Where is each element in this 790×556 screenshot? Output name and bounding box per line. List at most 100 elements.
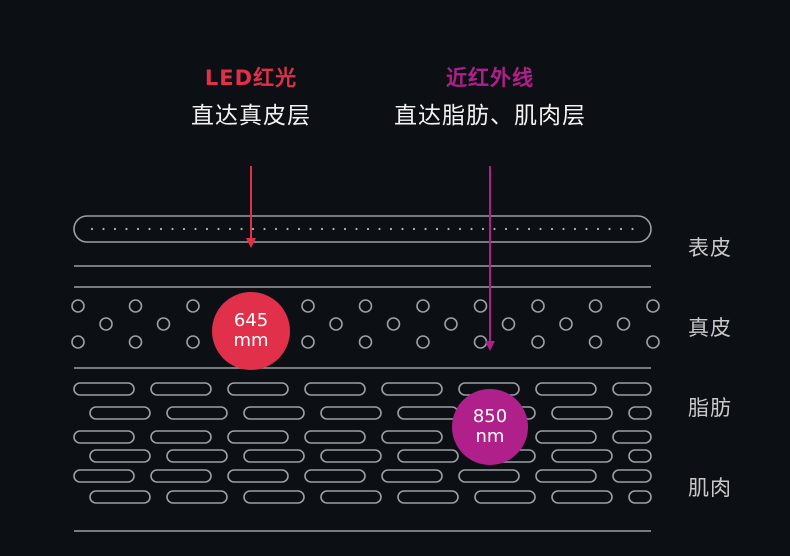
- epidermis-dot: [125, 227, 128, 231]
- dermis-circle: [358, 299, 373, 313]
- epidermis-dot: [182, 227, 186, 231]
- layer-label-fat: 脂肪: [688, 396, 732, 420]
- tissue-capsule: [612, 382, 652, 396]
- dermis-circle: [588, 299, 603, 313]
- led-wavelength-unit: mm: [233, 330, 269, 351]
- tissue-capsule: [227, 430, 289, 444]
- layer-label-dermis: 真皮: [688, 316, 732, 340]
- dermis-circle: [501, 317, 516, 331]
- epidermis-dot: [470, 227, 473, 231]
- dermis-circle: [416, 299, 430, 313]
- fat-muscle-capsules: [73, 382, 652, 504]
- epidermis-dot: [332, 227, 335, 231]
- tissue-capsule: [227, 469, 289, 483]
- tissue-capsule: [535, 430, 597, 444]
- epidermis-dot: [389, 227, 393, 231]
- epidermis-dot: [435, 227, 439, 231]
- dermis-circle: [301, 335, 315, 349]
- epidermis-dot: [562, 227, 565, 231]
- tissue-capsule: [535, 469, 597, 483]
- dermis-circle: [71, 299, 85, 313]
- led-wavelength-value: 645: [233, 310, 269, 331]
- tissue-capsule: [397, 449, 459, 463]
- nir-arrow-head: [485, 341, 495, 351]
- dermis-circle: [473, 299, 488, 313]
- tissue-capsule: [243, 449, 305, 463]
- epidermis-dot: [113, 227, 117, 231]
- dermis-circle: [588, 335, 603, 349]
- nir-wavelength-badge: 850 nm: [452, 389, 528, 465]
- tissue-capsule: [612, 430, 652, 444]
- dermis-circle: [301, 299, 315, 313]
- tissue-capsule: [150, 430, 212, 444]
- tissue-capsule: [304, 382, 366, 396]
- epidermis-dot: [136, 227, 140, 231]
- epidermis-dot: [539, 227, 542, 231]
- epidermis-dot: [320, 227, 324, 231]
- tissue-capsule: [73, 382, 135, 396]
- tissue-capsule: [381, 469, 443, 483]
- tissue-capsule: [628, 406, 652, 420]
- nir-wavelength-unit: nm: [475, 426, 505, 447]
- tissue-capsule: [397, 406, 459, 420]
- tissue-capsule: [73, 469, 135, 483]
- tissue-capsule: [89, 406, 151, 420]
- tissue-capsule: [243, 406, 305, 420]
- epidermis-dot: [286, 227, 289, 231]
- epidermis-dot: [205, 227, 209, 231]
- tissue-capsule: [150, 382, 212, 396]
- led-subtitle: 直达真皮层: [191, 103, 311, 129]
- tissue-capsule: [89, 449, 151, 463]
- tissue-capsule: [73, 430, 135, 444]
- epidermis-dot: [102, 227, 105, 231]
- epidermis-dot: [619, 227, 623, 231]
- tissue-capsule: [535, 382, 597, 396]
- epidermis-dot: [309, 227, 312, 231]
- epidermis-dot: [251, 227, 255, 231]
- epidermis-dot: [171, 227, 174, 231]
- epidermis-dot: [378, 227, 381, 231]
- dermis-circle: [186, 335, 200, 349]
- tissue-capsule: [304, 469, 366, 483]
- epidermis-dot: [608, 227, 611, 231]
- epidermis-dot: [504, 227, 508, 231]
- epidermis-dot: [527, 227, 531, 231]
- epidermis-dot: [401, 227, 404, 231]
- dermis-circle: [186, 299, 200, 313]
- tissue-capsule: [89, 490, 151, 504]
- epidermis-dot: [297, 227, 301, 231]
- dermis-circle: [559, 317, 573, 331]
- dermis-circle: [473, 335, 488, 349]
- dermis-circle: [156, 317, 171, 331]
- epidermis-dot: [493, 227, 496, 231]
- led-arrow-head: [246, 238, 256, 248]
- dermis-circle: [358, 335, 373, 349]
- dermis-circle: [99, 317, 113, 331]
- tissue-capsule: [381, 430, 443, 444]
- tissue-capsule: [243, 490, 305, 504]
- epidermis-dot: [194, 227, 197, 231]
- tissue-capsule: [551, 406, 613, 420]
- dermis-circle: [128, 335, 143, 349]
- epidermis-dot: [585, 227, 588, 231]
- epidermis-dot: [159, 227, 163, 231]
- epidermis-dot: [90, 227, 94, 231]
- tissue-capsule: [320, 406, 382, 420]
- epidermis-dot: [516, 227, 519, 231]
- dermis-circle: [646, 335, 660, 349]
- tissue-capsule: [381, 382, 443, 396]
- epidermis-dot: [240, 227, 243, 231]
- epidermis-dot: [573, 227, 577, 231]
- epidermis-dot: [274, 227, 278, 231]
- tissue-capsule: [150, 469, 212, 483]
- epidermis-dot: [631, 227, 634, 231]
- tissue-capsule: [166, 449, 228, 463]
- epidermis-dot: [481, 227, 485, 231]
- epidermis-dot: [550, 227, 554, 231]
- led-title: LED红光: [204, 66, 298, 90]
- layer-label-epidermis: 表皮: [688, 236, 732, 260]
- dermis-circles: [71, 299, 660, 349]
- epidermis-capsule: [73, 215, 652, 243]
